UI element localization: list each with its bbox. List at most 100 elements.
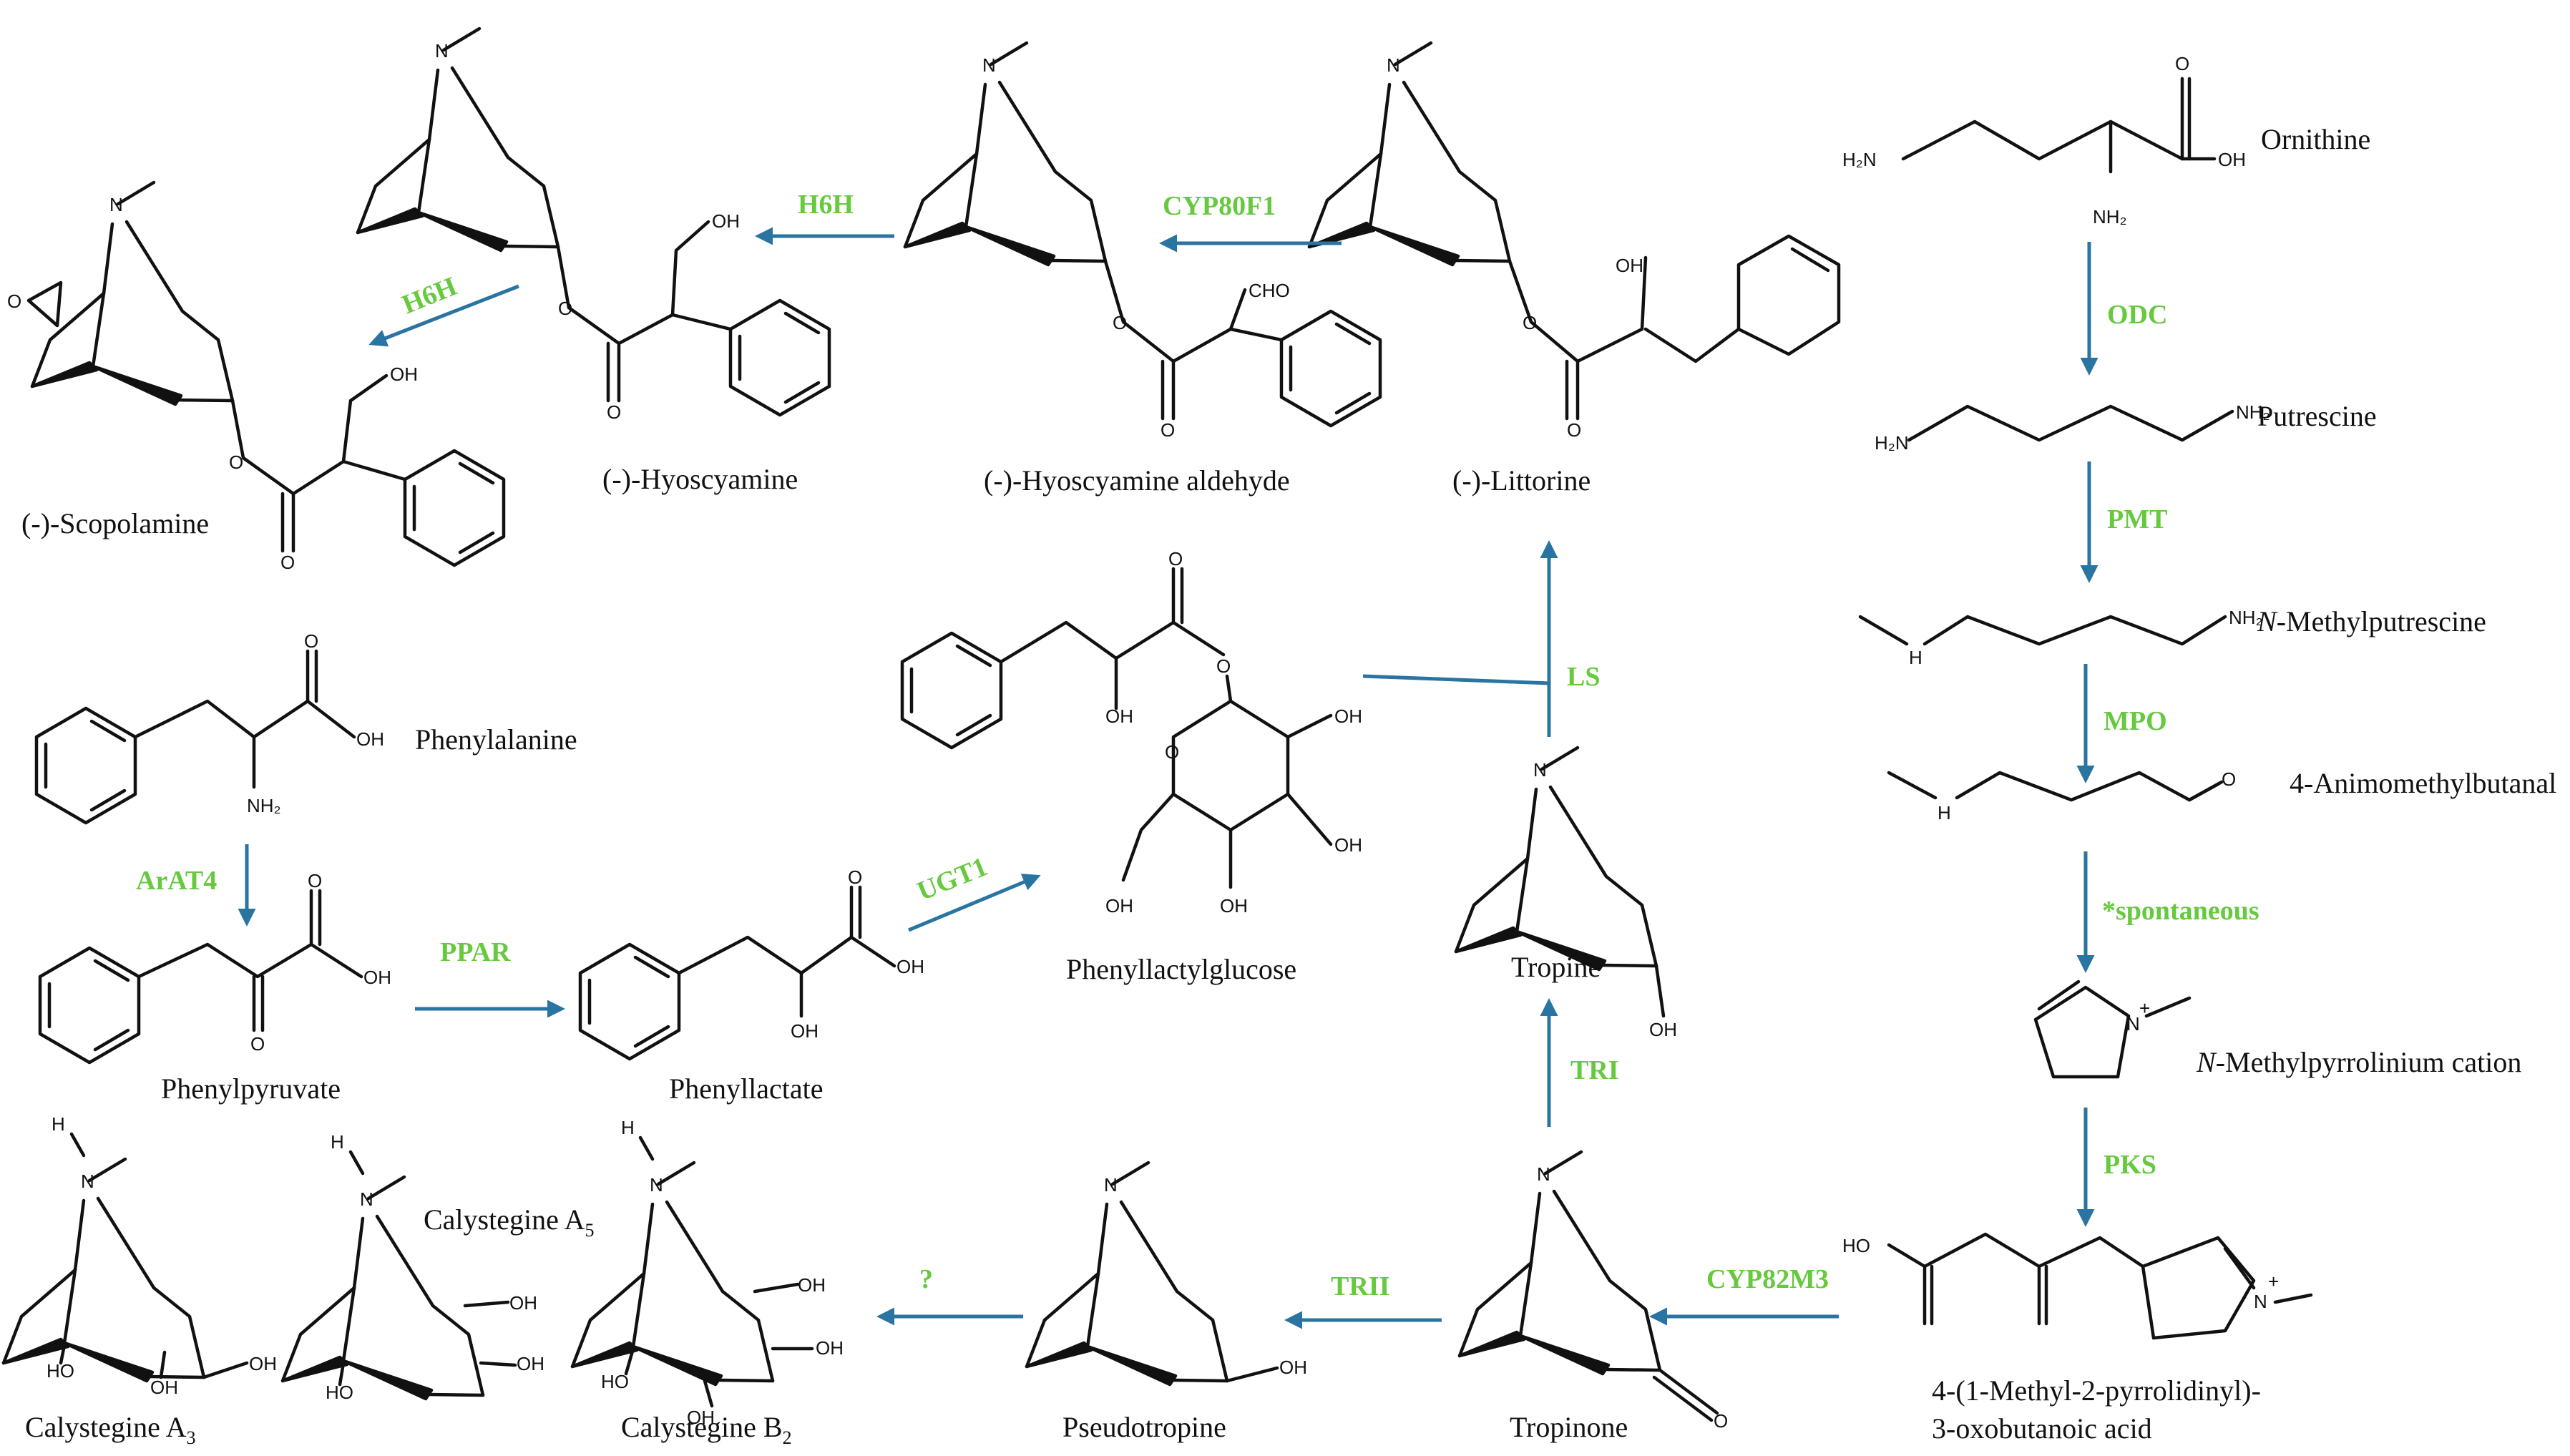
atom-oh-b2-1: OH — [798, 1274, 826, 1296]
enzyme-cyp82m3: CYP82M3 — [1706, 1264, 1829, 1294]
atom-ho-oxo: HO — [1842, 1235, 1870, 1256]
atom-cho-hald: CHO — [1249, 280, 1290, 301]
compound-pseudotropine: Pseudotropine — [1062, 1411, 1226, 1443]
compound-phenylalanine: Phenylalanine — [415, 723, 577, 756]
hyoscyamine-aldehyde-structure: N O O CHO — [905, 43, 1380, 441]
atom-oh-a3-2: OH — [150, 1377, 178, 1398]
atom-o2-plg: O — [1216, 655, 1231, 677]
tropine-structure: N OH — [1456, 748, 1677, 1040]
atom-n-littorine: N — [1387, 54, 1400, 76]
compound-putrescine: Putrescine — [2257, 400, 2377, 432]
atom-h2n-put: H₂N — [1875, 432, 1909, 454]
atom-o2-littorine: O — [1567, 419, 1581, 441]
compound-tropinone: Tropinone — [1510, 1411, 1628, 1443]
compound-littorine: (-)-Littorine — [1452, 464, 1591, 497]
compound-tropine: Tropine — [1511, 951, 1601, 983]
atom-nh-nmp: H — [1909, 647, 1922, 668]
atom-oh-littorine: OH — [1616, 255, 1643, 276]
atom-plus-oxo: + — [2268, 1271, 2279, 1292]
atom-n-scopolamine: N — [109, 194, 123, 215]
n-methylputrescine-structure: H NH₂ — [1858, 607, 2263, 668]
enzyme-pks: PKS — [2104, 1150, 2156, 1180]
calystegine-a3-structure: H N OH OH HO — [4, 1113, 277, 1398]
calystegine-a5-structure: H N OH OH HO — [283, 1131, 544, 1403]
atom-o-ppyr: O — [308, 870, 322, 891]
atom-oh-b2-2: OH — [816, 1337, 844, 1359]
atom-h-b2: H — [621, 1117, 635, 1138]
atom-oh-hyoscyamine: OH — [712, 210, 740, 232]
pseudotropine-structure: N OH — [1027, 1163, 1307, 1384]
enzyme-mpo: MPO — [2104, 706, 2167, 736]
atom-oh2-plac: OH — [791, 1020, 819, 1042]
atom-oh-a5-2: OH — [517, 1353, 544, 1374]
atom-oh-ppyr: OH — [363, 967, 391, 988]
atom-o-ring-plg: O — [1165, 741, 1179, 763]
ornithine-structure: H₂N NH₂ O OH — [1842, 53, 2246, 228]
hyoscyamine-structure: N O O OH — [358, 29, 829, 423]
atom-ho-a5: HO — [326, 1382, 353, 1403]
atom-nh2-nmp: NH₂ — [2229, 607, 2263, 628]
enzyme-ls: LS — [1567, 662, 1600, 692]
enzyme-ugt1: UGT1 — [913, 851, 992, 907]
oxobutanoic-acid-structure: HO N + — [1842, 1232, 2313, 1340]
scopolamine-structure: N O O O OH — [7, 182, 504, 573]
phenyllactate-structure: O OH OH — [580, 866, 924, 1059]
atom-o-amb: O — [2222, 768, 2236, 790]
enzyme-pmt: PMT — [2107, 504, 2167, 534]
atom-o-epoxide: O — [7, 290, 21, 312]
putrescine-structure: H₂N NH₂ — [1875, 401, 2270, 454]
atom-o-scopolamine: O — [229, 451, 243, 473]
atom-oh4-plg: OH — [1220, 895, 1248, 917]
compound-scopolamine: (-)-Scopolamine — [21, 507, 209, 539]
enzyme-arat4: ArAT4 — [136, 866, 217, 896]
atom-ho-a3: HO — [47, 1360, 74, 1382]
atom-h-a5: H — [331, 1131, 344, 1153]
atom-oh-pseudotropine: OH — [1279, 1357, 1307, 1378]
phenylalanine-structure: O OH NH₂ — [36, 630, 384, 823]
atom-oh-b2-3: OH — [687, 1407, 715, 1428]
atom-o-hald: O — [1113, 312, 1127, 333]
enzyme-odc: ODC — [2107, 300, 2167, 330]
atom-h-a3: H — [52, 1113, 65, 1135]
compound-phenylpyruvate: Phenylpyruvate — [161, 1073, 341, 1105]
atom-o: O — [2175, 53, 2189, 74]
atom-n-a3: N — [81, 1171, 94, 1192]
calystegine-b2-structure: H N OH OH OH HO — [572, 1117, 844, 1428]
atom-plus-pyr: + — [2139, 997, 2150, 1019]
atom-n-tropinone: N — [1537, 1163, 1550, 1185]
littorine-structure: N O O OH — [1309, 43, 1841, 441]
enzyme-tri: TRI — [1570, 1055, 1619, 1085]
atom-o-plg: O — [1168, 548, 1183, 570]
compound-calystegine-a5: Calystegine A5 — [424, 1203, 595, 1241]
atom-o-plac: O — [848, 866, 862, 888]
atom-o2-hyoscyamine: O — [607, 401, 621, 423]
atom-h2n: H₂N — [1842, 149, 1877, 170]
arrow-ugt1 — [908, 874, 1041, 932]
atom-oh5-plg: OH — [1105, 895, 1133, 917]
atom-n-pseudotropine: N — [1104, 1174, 1118, 1196]
atom-n-hald: N — [982, 54, 996, 76]
atom-n-hyoscyamine: N — [435, 40, 449, 62]
atom-nh2-put: NH₂ — [2236, 401, 2270, 423]
atom-o2-ppyr: O — [250, 1033, 265, 1055]
atom-o-littorine: O — [1523, 312, 1537, 333]
animomethylbutanal-structure: H O — [1887, 768, 2236, 824]
enzyme-ppar: PPAR — [440, 937, 511, 967]
atom-oh-plg: OH — [1105, 705, 1133, 727]
enzyme-cyp80f1: CYP80F1 — [1163, 191, 1276, 221]
atom-oh-phe: OH — [356, 728, 384, 750]
atom-oh2-plg: OH — [1334, 705, 1362, 727]
arrow-h6h-2 — [368, 284, 519, 347]
compound-animomethylbutanal: 4-Animomethylbutanal — [2290, 767, 2556, 799]
atom-o-tropinone: O — [1714, 1410, 1728, 1432]
atom-oh-a5-1: OH — [509, 1292, 537, 1314]
atom-oh-plac: OH — [896, 956, 924, 977]
compound-hyoscyamine-aldehyde: (-)-Hyoscyamine aldehyde — [984, 464, 1290, 497]
compound-oxobutanoic-line1: 4-(1-Methyl-2-pyrrolidinyl)- — [1932, 1374, 2261, 1407]
compound-ornithine: Ornithine — [2261, 123, 2370, 155]
compound-oxobutanoic-line2: 3-oxobutanoic acid — [1932, 1412, 2152, 1445]
atom-nh2: NH₂ — [2093, 206, 2127, 228]
compound-hyoscyamine: (-)-Hyoscyamine — [602, 463, 798, 495]
compound-phenyllactylglucose: Phenyllactylglucose — [1066, 953, 1296, 985]
compound-calystegine-b2: Calystegine B2 — [621, 1411, 792, 1448]
